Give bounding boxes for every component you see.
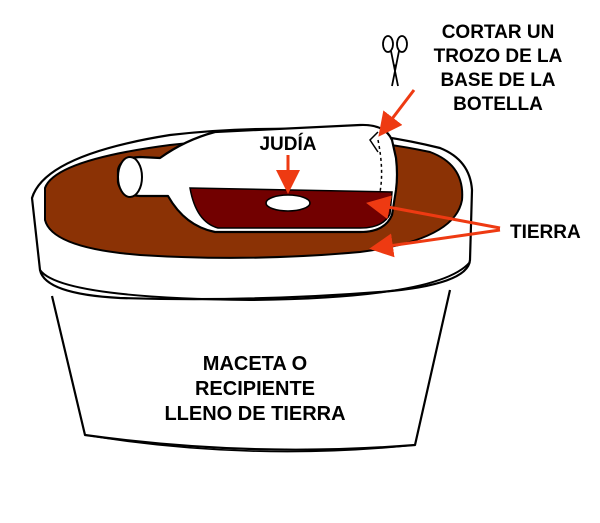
label-cut-line2: TROZO DE LA	[434, 46, 563, 67]
label-bean: JUDÍA	[259, 133, 316, 155]
label-cut-line3: BASE DE LA	[440, 70, 555, 91]
label-pot-line1: MACETA O	[203, 353, 307, 375]
arrow-cut	[378, 89, 416, 137]
pot-base-line	[84, 434, 416, 453]
label-cut-line1: CORTAR UN	[442, 22, 555, 43]
scissors-icon	[382, 35, 408, 87]
bottle-cut-flap	[369, 131, 379, 153]
label-pot-line3: LLENO DE TIERRA	[164, 403, 345, 425]
arrow-soil-pot	[369, 228, 501, 258]
bottle-cut-line	[377, 139, 383, 193]
label-soil: TIERRA	[510, 222, 581, 243]
arrow-soil-bottle	[366, 195, 501, 230]
pot-rim-bottom	[39, 261, 471, 302]
label-pot-line2: RECIPIENTE	[195, 378, 315, 400]
label-cut-line4: BOTELLA	[453, 94, 543, 115]
bean-seed	[265, 194, 311, 212]
bottle-cap	[117, 156, 143, 198]
